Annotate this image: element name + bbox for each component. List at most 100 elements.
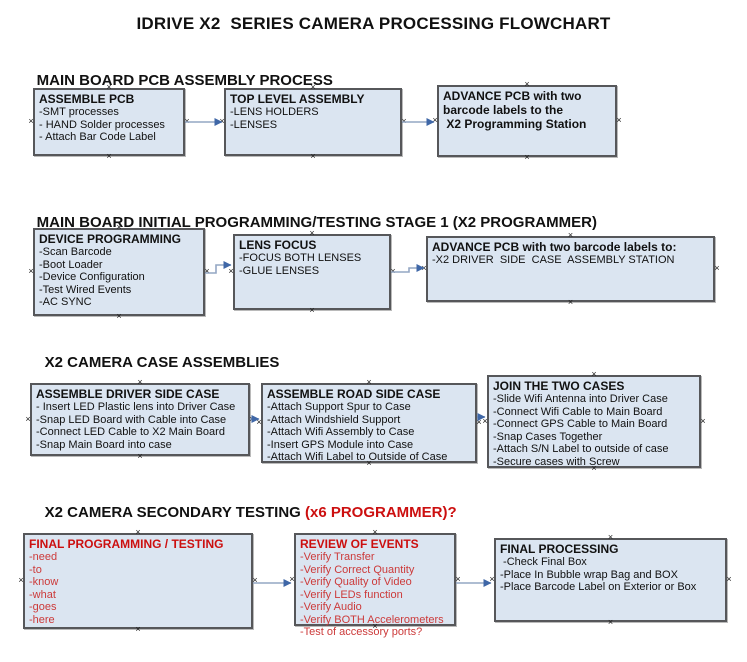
section-heading-text: X2 CAMERA CASE ASSEMBLIES [44,354,280,371]
box-lines: -SMT processes- HAND Solder processes- A… [39,106,179,144]
box-lines: -Attach Support Spur to Case-Attach Wind… [267,401,471,464]
connection-handle-icon: × [455,573,461,584]
box-line: -Verify Correct Quantity [300,563,415,576]
box-line: -Check Final Box [500,556,587,568]
connection-handle-icon: × [607,617,614,627]
connection-handle-icon: × [616,115,622,125]
box-line: -Snap Main Board into case [36,438,172,451]
box-lines: -Scan Barcode-Boot Loader-Device Configu… [39,246,199,309]
box-line: -SMT processes [39,106,119,118]
box-title: ADVANCE PCB with two barcode labels to: [432,240,677,254]
connection-handle-icon: × [524,79,530,89]
connection-handle-icon: × [252,575,258,585]
flow-box-advance-pcb-programming-station: ADVANCE PCB with two barcode labels to t… [432,80,621,162]
connection-handle-icon: × [476,417,482,427]
box-line: -Verify BOTH Accelerometers [300,613,444,626]
flow-box-top-level-assembly: TOP LEVEL ASSEMBLY -LENS HOLDERS-LENSES … [219,83,406,161]
connection-handle-icon: × [249,413,255,424]
connection-handle-icon: × [137,451,143,461]
box-lines: -X2 DRIVER SIDE CASE ASSEMBLY STATION [432,254,709,267]
box-line: -Connect LED Cable to X2 Main Board [36,426,225,438]
box-title: ASSEMBLE PCB [39,92,135,106]
connection-handle-icon: × [116,311,122,321]
box-title: DEVICE PROGRAMMING [39,232,182,246]
section-heading-text: X2 CAMERA SECONDARY TESTING [44,504,305,521]
box-line: -Secure cases with Screw [493,455,620,468]
box-line: -Attach Windshield Support [267,413,401,426]
connection-handle-icon: × [204,266,210,276]
section-heading-text: MAIN BOARD INITIAL PROGRAMMING/TESTING S… [36,214,597,231]
box-title: FINAL PROCESSING [500,542,619,556]
connection-handle-icon: × [135,624,141,634]
box-title: TOP LEVEL ASSEMBLY [230,92,365,106]
box-line: - HAND Solder processes [39,118,165,131]
box-line: -X2 DRIVER SIDE CASE ASSEMBLY STATION [432,254,675,266]
section-heading-red-text: (x6 PROGRAMMER)? [304,504,457,521]
connection-handle-icon: × [390,266,396,276]
connector-arrow [205,261,232,274]
box-line: -Verify Audio [300,601,362,613]
box-line: -FOCUS BOTH LENSES [239,252,362,264]
connection-handle-icon: × [726,574,732,584]
flow-box-device-programming: DEVICE PROGRAMMING -Scan Barcode-Boot Lo… [28,223,209,321]
connection-handle-icon: × [366,377,372,387]
box-lines: barcode labels to the X2 Programming Sta… [443,103,611,131]
connection-handle-icon: × [256,417,262,427]
connection-handle-icon: × [106,151,112,161]
box-line: -AC SYNC [39,296,92,308]
connection-handle-icon: × [289,573,295,584]
box-line: -know [29,576,59,588]
flow-box-final-processing: FINAL PROCESSING -Check Final Box-Place … [489,533,731,627]
box-title: FINAL PROGRAMMING / TESTING [29,537,224,551]
connection-handle-icon: × [607,532,614,542]
connection-handle-icon: × [700,415,706,426]
box-line: -goes [29,601,57,613]
connection-handle-icon: × [184,116,190,126]
connection-handle-icon: × [482,415,488,426]
box-line: -Place Barcode Label on Exterior or Box [500,581,697,593]
section-heading-secondary-testing: X2 CAMERA SECONDARY TESTING (x6 PROGRAMM… [28,487,457,538]
connector-arrow [391,264,425,273]
section-heading-pcb-assembly: MAIN BOARD PCB ASSEMBLY PROCESS [20,55,333,106]
box-line: -GLUE LENSES [239,264,320,277]
connection-handle-icon: × [714,263,720,273]
box-line: -Connect Wifi Cable to Main Board [493,405,663,418]
box-line: -Test Wired Events [39,283,132,296]
box-lines: -Verify Transfer-Verify Correct Quantity… [300,551,450,639]
connection-handle-icon: × [219,116,225,126]
connection-handle-icon: × [401,116,407,126]
flow-box-review-of-events: REVIEW OF EVENTS -Verify Transfer-Verify… [289,528,460,639]
flow-box-advance-pcb-driver-side: ADVANCE PCB with two barcode labels to: … [421,231,719,307]
section-heading-case-assemblies: X2 CAMERA CASE ASSEMBLIES [28,337,280,388]
box-line: -Snap LED Board with Cable into Case [36,413,227,426]
box-line: -Insert GPS Module into Case [267,438,414,451]
connection-handle-icon: × [591,369,597,379]
flow-box-assemble-driver-side-case: ASSEMBLE DRIVER SIDE CASE - Insert LED P… [25,378,254,461]
section-heading-text: MAIN BOARD PCB ASSEMBLY PROCESS [36,72,333,89]
connection-handle-icon: × [25,413,31,424]
box-line: -Device Configuration [39,271,145,283]
flow-box-final-programming-testing: FINAL PROGRAMMING / TESTING -need-to-kno… [18,528,257,634]
box-line: -need [29,551,58,563]
box-title: ASSEMBLE DRIVER SIDE CASE [36,387,220,401]
connection-handle-icon: × [524,152,530,162]
box-lines: -Check Final Box-Place In Bubble wrap Ba… [500,556,721,594]
box-line: -Slide Wifi Antenna into Driver Case [493,393,668,405]
flow-box-join-the-two-cases: JOIN THE TWO CASES -Slide Wifi Antenna i… [482,370,705,473]
box-title: REVIEW OF EVENTS [300,537,419,551]
box-line: -Attach Wifi Assembly to Case [267,426,415,438]
box-line: -LENS HOLDERS [230,106,319,118]
connection-handle-icon: × [489,574,495,584]
connection-handle-icon: × [18,575,24,585]
box-line: -Verify Transfer [300,551,375,563]
connection-handle-icon: × [28,266,34,276]
flow-box-assemble-road-side-case: ASSEMBLE ROAD SIDE CASE -Attach Support … [256,378,481,468]
box-lines: -LENS HOLDERS-LENSES [230,106,396,131]
box-line: -Verify Quality of Video [300,576,412,588]
box-lines: -Slide Wifi Antenna into Driver Case-Con… [493,393,695,468]
box-line: -LENSES [230,118,278,131]
connection-handle-icon: × [432,115,438,125]
box-line: -to [29,563,42,576]
box-line: barcode labels to the [443,103,564,117]
connection-handle-icon: × [310,151,316,161]
